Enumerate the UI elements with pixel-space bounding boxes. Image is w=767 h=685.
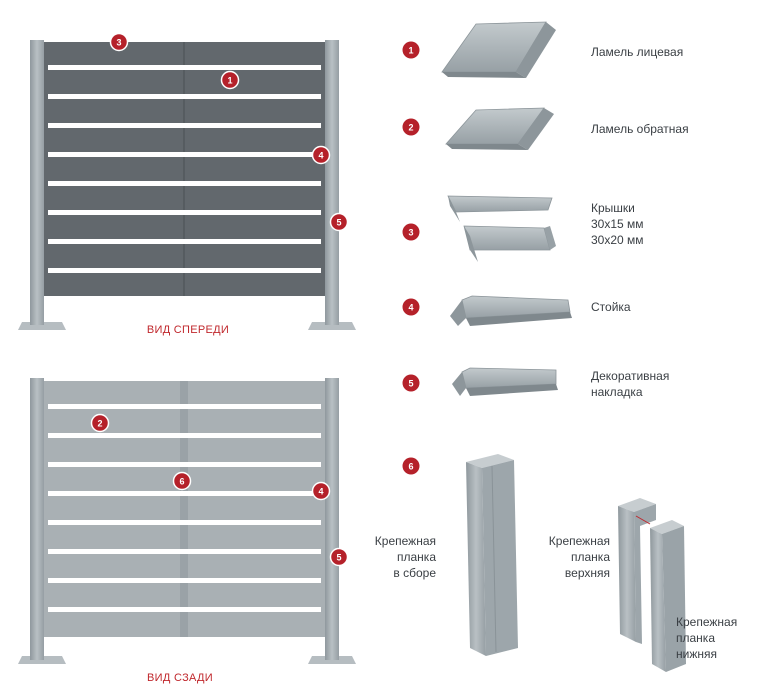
svg-text:4: 4 <box>318 151 323 161</box>
post-right <box>325 40 339 325</box>
part-5-label-line2: накладка <box>591 385 643 399</box>
badge-4-back: 4 <box>311 481 331 501</box>
part-6-assembled-line3: в сборе <box>393 566 436 580</box>
front-view: ВИД СПЕРЕДИ 3 1 4 5 <box>18 32 356 336</box>
svg-text:1: 1 <box>227 76 232 86</box>
part-3-label-line3: 30х20 мм <box>591 233 644 247</box>
svg-text:3: 3 <box>408 228 413 238</box>
post-profile-icon <box>450 295 572 326</box>
badge-1-legend: 1 <box>402 41 420 59</box>
svg-text:4: 4 <box>408 303 413 313</box>
part-6-lower-line3: нижняя <box>676 647 717 661</box>
back-post-left <box>30 378 44 660</box>
part-6-upper-line1: Крепежная <box>549 534 610 548</box>
svg-text:1: 1 <box>408 46 413 56</box>
part-1-label: Ламель лицевая <box>591 45 683 59</box>
part-3-row: 3 Крышки 30х15 мм 30х20 мм <box>402 195 644 262</box>
svg-text:6: 6 <box>179 477 184 487</box>
badge-2-legend: 2 <box>402 118 420 136</box>
part-6-upper-line2: планка <box>571 550 610 564</box>
part-2-label: Ламель обратная <box>591 122 689 136</box>
badge-3-front: 3 <box>109 32 129 52</box>
front-slat-icon <box>441 21 556 78</box>
assembled-bracket-icon <box>466 454 518 656</box>
svg-text:5: 5 <box>336 218 341 228</box>
badge-2-back: 2 <box>90 413 110 433</box>
badge-5-front: 5 <box>329 212 349 232</box>
decorative-trim-icon <box>452 367 558 396</box>
part-4-label: Стойка <box>591 300 631 314</box>
part-2-row: 2 Ламель обратная <box>402 107 689 150</box>
badge-4-legend: 4 <box>402 298 420 316</box>
badge-6-legend: 6 <box>402 457 420 475</box>
part-6-row: 6 Крепежная планка в сборе Крепежная пла… <box>375 454 737 672</box>
svg-text:2: 2 <box>408 123 413 133</box>
part-3-label-line1: Крышки <box>591 201 635 215</box>
back-gaps <box>48 404 321 612</box>
front-view-caption: ВИД СПЕРЕДИ <box>147 324 229 336</box>
part-3-label-line2: 30х15 мм <box>591 217 644 231</box>
back-slat-icon <box>445 107 554 150</box>
part-6-assembled-line2: планка <box>397 550 436 564</box>
post-base-right <box>308 322 356 330</box>
badge-6-back: 6 <box>172 471 192 491</box>
part-5-row: 5 Декоративная накладка <box>402 367 669 399</box>
front-gaps <box>48 65 321 273</box>
part-6-lower-line1: Крепежная <box>676 615 737 629</box>
back-view: ВИД СЗАДИ 2 6 4 5 <box>18 378 356 684</box>
svg-text:3: 3 <box>116 38 121 48</box>
part-1-row: 1 Ламель лицевая <box>402 21 683 78</box>
part-5-label-line1: Декоративная <box>591 369 669 383</box>
badge-4-front: 4 <box>311 145 331 165</box>
svg-text:4: 4 <box>318 487 323 497</box>
part-4-row: 4 Стойка <box>402 295 631 326</box>
post-left <box>30 40 44 325</box>
svg-text:2: 2 <box>97 419 102 429</box>
part-6-upper-line3: верхняя <box>565 566 610 580</box>
part-6-lower-line2: планка <box>676 631 715 645</box>
back-center-bar <box>180 381 188 637</box>
svg-text:5: 5 <box>408 379 413 389</box>
badge-5-back: 5 <box>329 547 349 567</box>
part-6-assembled-line1: Крепежная <box>375 534 436 548</box>
svg-text:6: 6 <box>408 462 413 472</box>
badge-1-front: 1 <box>220 70 240 90</box>
cap-profile-icon <box>447 195 556 262</box>
badge-3-legend: 3 <box>402 223 420 241</box>
split-bracket-icon <box>618 498 686 672</box>
badge-5-legend: 5 <box>402 374 420 392</box>
back-post-right <box>325 378 339 660</box>
svg-text:5: 5 <box>336 553 341 563</box>
back-view-caption: ВИД СЗАДИ <box>147 672 213 684</box>
